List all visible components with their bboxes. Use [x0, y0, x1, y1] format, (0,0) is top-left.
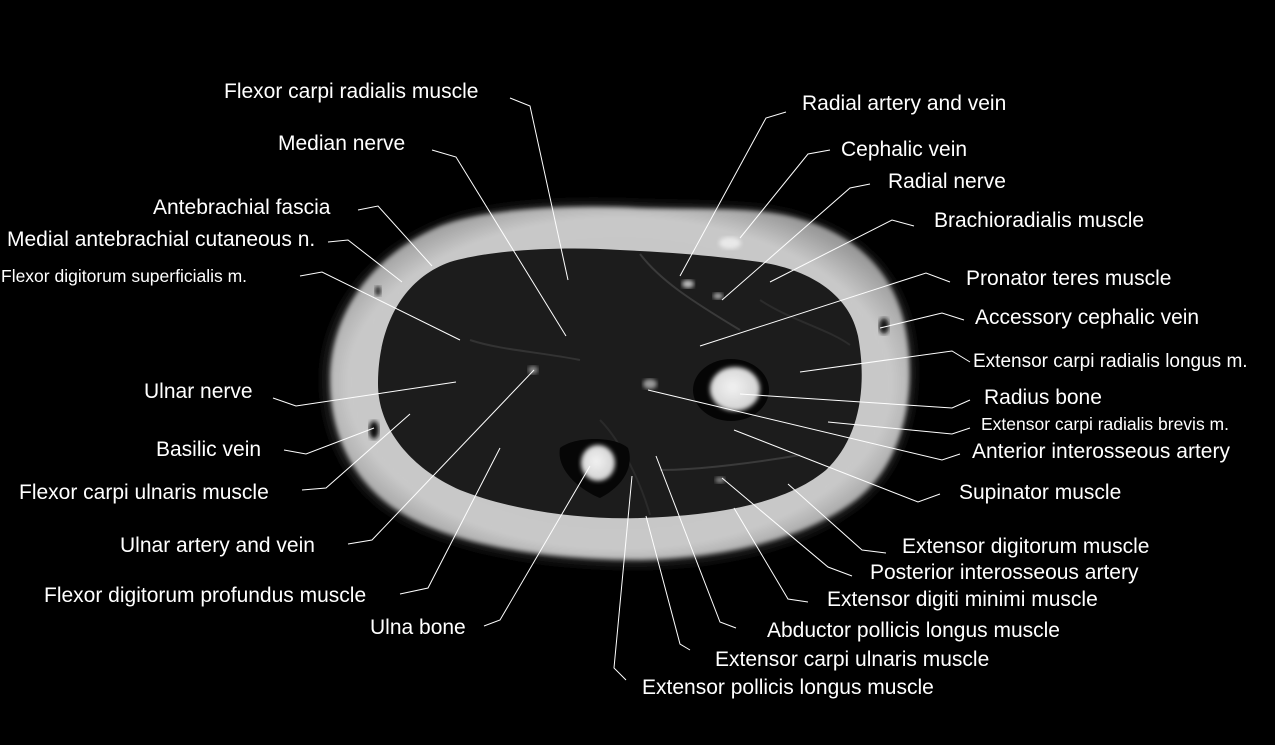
leader-posterior-interosseous-artery [721, 477, 853, 577]
leader-ulnar-nerve [272, 381, 457, 407]
leader-radial-nerve [721, 183, 871, 301]
label-medial-antebrachial-cutaneous: Medial antebrachial cutaneous n. [7, 228, 316, 251]
leader-brachioradialis [769, 219, 915, 283]
label-radial-nerve: Radial nerve [888, 170, 1006, 193]
label-extensor-digitorum: Extensor digitorum muscle [902, 535, 1150, 558]
label-ulnar-nerve: Ulnar nerve [144, 380, 253, 403]
label-brachioradialis: Brachioradialis muscle [934, 209, 1145, 232]
leader-pronator-teres [699, 272, 951, 347]
label-flexor-digitorum-profundus: Flexor digitorum profundus muscle [44, 584, 367, 607]
leader-extensor-digiti-minimi [733, 507, 809, 603]
label-flexor-carpi-ulnaris: Flexor carpi ulnaris muscle [19, 481, 269, 504]
radius-bone-shape [693, 359, 769, 421]
ulna-bone-shape [559, 439, 630, 498]
leader-extensor-carpi-ulnaris [645, 515, 691, 651]
label-accessory-cephalic-vein: Accessory cephalic vein [975, 306, 1200, 329]
leader-flexor-carpi-radialis [509, 97, 569, 281]
label-ecr-longus: Extensor carpi radialis longus m. [973, 351, 1248, 372]
label-ulnar-artery-vein: Ulnar artery and vein [120, 534, 315, 557]
label-abductor-pollicis-longus: Abductor pollicis longus muscle [767, 619, 1060, 642]
leader-radial-artery-vein [679, 111, 787, 277]
label-flexor-carpi-radialis: Flexor carpi radialis muscle [224, 80, 479, 103]
label-radial-artery-vein: Radial artery and vein [802, 92, 1007, 115]
leader-extensor-digitorum [787, 483, 887, 554]
label-radius-bone: Radius bone [984, 386, 1102, 409]
leader-medial-antebrachial-cutaneous [327, 239, 403, 283]
leader-supinator [733, 429, 941, 503]
label-antebrachial-fascia: Antebrachial fascia [153, 196, 331, 219]
label-pronator-teres: Pronator teres muscle [966, 267, 1172, 290]
label-extensor-pollicis-longus: Extensor pollicis longus muscle [642, 676, 934, 699]
label-anterior-interosseous-artery: Anterior interosseous artery [972, 440, 1230, 463]
label-extensor-carpi-ulnaris: Extensor carpi ulnaris muscle [715, 648, 990, 671]
leader-abductor-pollicis-longus [655, 455, 737, 629]
leader-ulna-bone [483, 465, 591, 627]
leader-lines [272, 97, 971, 681]
leader-antebrachial-fascia [357, 205, 433, 267]
label-median-nerve: Median nerve [278, 132, 406, 155]
leader-median-nerve [431, 149, 567, 337]
vessels [369, 237, 889, 483]
leader-flexor-carpi-ulnaris [301, 413, 411, 491]
leader-cephalic-vein [739, 149, 831, 239]
label-basilic-vein: Basilic vein [156, 438, 262, 461]
label-cephalic-vein: Cephalic vein [841, 138, 968, 161]
leader-flexor-digitorum-superficialis [299, 271, 461, 341]
label-extensor-digiti-minimi: Extensor digiti minimi muscle [827, 588, 1098, 611]
leader-flexor-digitorum-profundus [399, 447, 501, 595]
leader-anterior-interosseous-artery [647, 389, 961, 461]
label-supinator: Supinator muscle [959, 481, 1122, 504]
label-ulna-bone: Ulna bone [370, 616, 466, 639]
leader-ecr-longus [799, 350, 971, 373]
leader-accessory-cephalic-vein [879, 312, 965, 329]
leader-basilic-vein [283, 427, 375, 455]
label-posterior-interosseous-artery: Posterior interosseous artery [870, 561, 1139, 584]
leader-radius-bone [739, 393, 971, 409]
leader-ulnar-artery-vein [347, 369, 535, 545]
label-ecr-brevis: Extensor carpi radialis brevis m. [981, 414, 1229, 434]
leader-extensor-pollicis-longus [613, 475, 633, 681]
leader-ecr-brevis [827, 421, 971, 435]
label-flexor-digitorum-superficialis: Flexor digitorum superficialis m. [1, 266, 248, 286]
